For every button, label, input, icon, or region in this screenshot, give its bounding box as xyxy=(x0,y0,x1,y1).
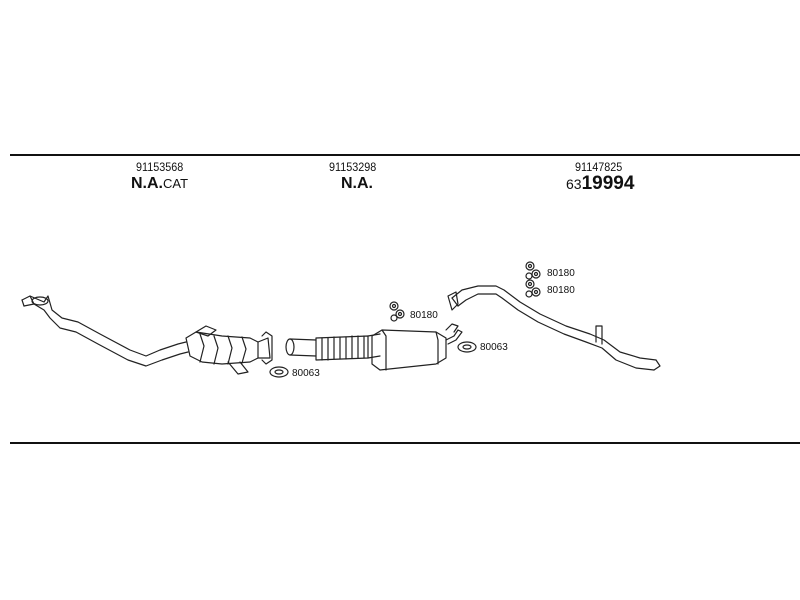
bolt-cluster-rear-2 xyxy=(525,279,541,298)
flex-pipe xyxy=(285,333,381,361)
bolt-cluster-rear-1 xyxy=(525,261,541,280)
callout-bolt-mid: 80180 xyxy=(410,310,438,321)
code-front-suffix: CAT xyxy=(163,176,189,191)
code-front-main: N.A. xyxy=(131,175,163,192)
callout-bolt-rear-1: 80180 xyxy=(547,268,575,279)
front-gasket-symbol xyxy=(269,366,289,378)
middle-muffler xyxy=(371,323,463,371)
rear-pipe xyxy=(447,285,661,371)
part-number-rear: 91147825 xyxy=(575,160,623,174)
front-pipe xyxy=(21,295,189,367)
middle-gasket-symbol xyxy=(457,341,477,353)
callout-bolt-rear-2: 80180 xyxy=(547,285,575,296)
top-rule xyxy=(10,154,800,156)
callout-gasket-front: 80063 xyxy=(292,368,320,379)
part-number-front: 91153568 xyxy=(136,160,184,174)
code-rear-prefix: 63 xyxy=(566,176,582,192)
part-number-middle: 91153298 xyxy=(329,160,377,174)
bolt-cluster-mid xyxy=(389,301,405,322)
callout-gasket-mid: 80063 xyxy=(480,342,508,353)
bottom-rule xyxy=(10,442,800,444)
code-rear: 6319994 xyxy=(566,173,634,195)
code-front: N.A.CAT xyxy=(131,175,188,193)
catalytic-converter xyxy=(185,325,273,375)
code-rear-main: 19994 xyxy=(581,173,635,194)
code-middle: N.A. xyxy=(341,175,373,192)
